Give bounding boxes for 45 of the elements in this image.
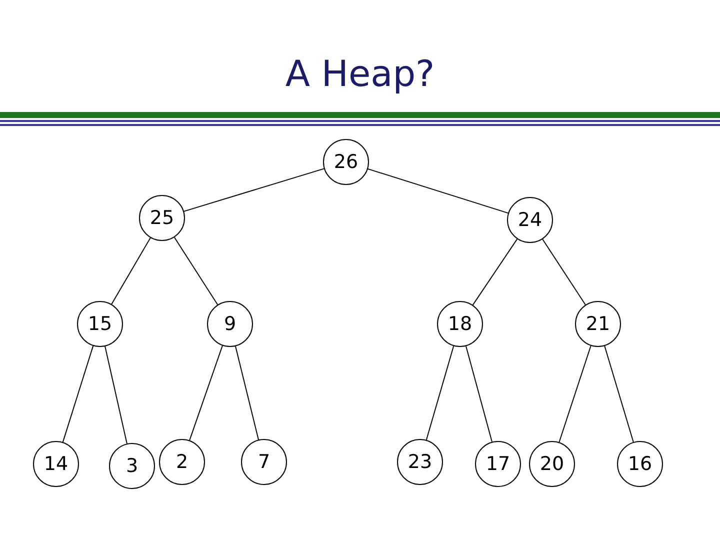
tree-node-circle xyxy=(159,439,205,485)
node-value: 25 xyxy=(150,207,174,229)
tree-node-circle xyxy=(507,197,553,243)
tree-edge xyxy=(174,236,218,306)
tree-node-circle xyxy=(529,441,575,487)
node-value: 18 xyxy=(448,313,472,335)
tree-node-circle xyxy=(397,439,443,485)
tree-node-circle xyxy=(139,195,185,241)
tree-node-circle xyxy=(77,301,123,347)
tree-edge xyxy=(367,168,509,214)
node-value: 26 xyxy=(334,151,358,173)
tree-node-circle xyxy=(33,441,79,487)
tree-node-circle xyxy=(575,301,621,347)
tree-node-circle xyxy=(241,439,287,485)
node-value: 20 xyxy=(540,453,564,475)
tree-edge xyxy=(426,346,454,440)
node-value: 15 xyxy=(88,313,112,335)
node-value: 24 xyxy=(518,209,542,231)
tree-edge xyxy=(604,346,634,442)
tree-edge xyxy=(466,346,492,442)
node-value: 16 xyxy=(628,453,652,475)
node-value: 23 xyxy=(408,451,432,473)
tree-node-circle xyxy=(617,441,663,487)
tree-edge xyxy=(111,237,151,305)
tree-node-circle xyxy=(207,301,253,347)
node-value: 3 xyxy=(126,455,138,477)
tree-edge xyxy=(542,238,586,306)
tree-node-circle xyxy=(109,443,155,489)
tree-node-circle xyxy=(323,139,369,185)
tree-edge xyxy=(104,346,128,444)
node-value: 21 xyxy=(586,313,610,335)
node-value: 9 xyxy=(224,313,236,335)
tree-edge xyxy=(184,168,324,212)
tree-edge xyxy=(472,238,518,306)
node-value: 17 xyxy=(486,453,510,475)
node-value: 2 xyxy=(176,451,188,473)
tree-node-circle xyxy=(475,441,521,487)
tree-node-circle xyxy=(437,301,483,347)
tree-edge xyxy=(235,346,259,440)
node-value: 14 xyxy=(44,453,68,475)
tree-edge xyxy=(189,345,223,441)
node-value: 7 xyxy=(258,451,270,473)
tree-edge xyxy=(62,345,94,443)
title: A Heap? xyxy=(285,54,435,95)
tree-edge xyxy=(558,345,592,443)
